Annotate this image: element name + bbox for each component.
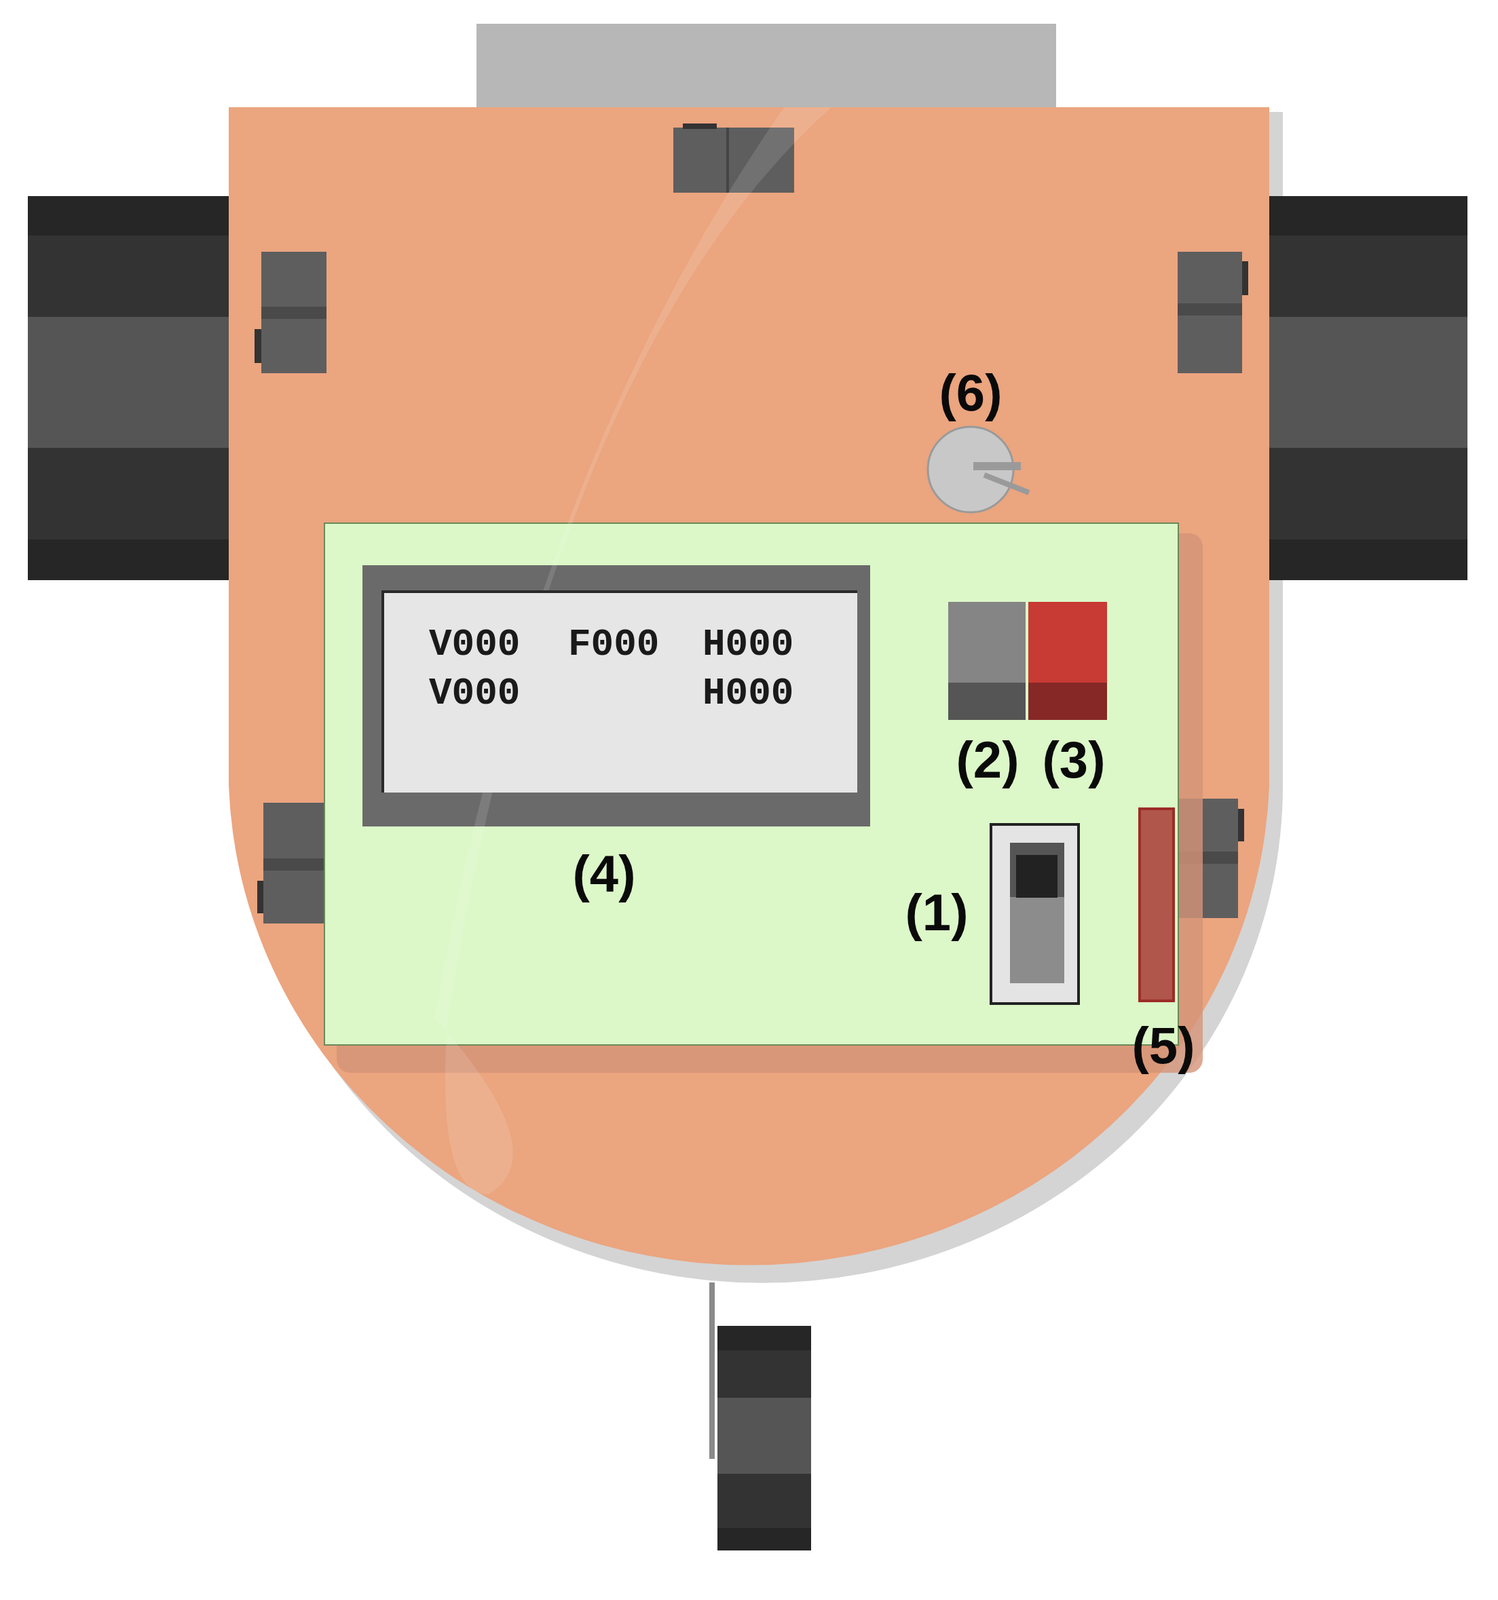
caster-arm bbox=[709, 1282, 715, 1460]
caster-wheel bbox=[717, 1326, 812, 1551]
lcd-readout: V000 bbox=[428, 674, 520, 713]
lcd-readout: H000 bbox=[702, 625, 794, 664]
callout-number: (3) bbox=[1042, 734, 1106, 786]
callout-number: (5) bbox=[1132, 1020, 1196, 1072]
power-switch bbox=[990, 824, 1079, 1004]
callout-number: (4) bbox=[572, 848, 636, 901]
front-bumper bbox=[476, 23, 1057, 111]
lcd-readout: H000 bbox=[702, 674, 794, 713]
lcd-readout: F000 bbox=[568, 625, 660, 664]
lcd-readout: V000 bbox=[428, 625, 520, 664]
lcd-screen: V000F000H000V000H000 bbox=[381, 590, 858, 793]
robot-chassis bbox=[228, 107, 1270, 1266]
right-wheel bbox=[1269, 196, 1468, 581]
left-wheel bbox=[27, 196, 229, 581]
callout-number: (1) bbox=[905, 887, 969, 939]
callout-number: (2) bbox=[956, 734, 1020, 786]
led-indicator bbox=[1139, 809, 1174, 1002]
lcd-frame bbox=[362, 565, 871, 827]
callout-number: (6) bbox=[939, 367, 1003, 419]
potentiometer bbox=[927, 426, 1029, 513]
push-buttons bbox=[948, 602, 1108, 721]
